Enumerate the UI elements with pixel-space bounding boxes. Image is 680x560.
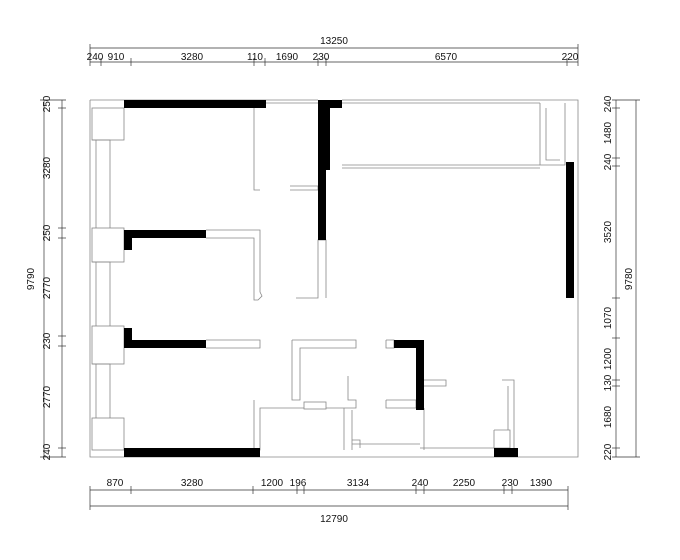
left-dim-2: 250	[42, 224, 53, 241]
bottom-dim-0: 870	[107, 478, 124, 489]
bottom-dim-2: 1200	[261, 478, 284, 489]
left-dim-5: 2770	[42, 385, 53, 408]
top-total-dim: 13250	[320, 36, 348, 47]
bottom-total-dim: 12790	[320, 514, 348, 525]
right-dim-7: 1680	[603, 405, 614, 428]
right-dim-1: 1480	[603, 121, 614, 144]
left-dim-1: 3280	[42, 156, 53, 179]
left-dim-4: 230	[42, 332, 53, 349]
left-dim-3: 2770	[42, 276, 53, 299]
wall-bottom-right	[494, 448, 518, 457]
top-dim-6: 6570	[435, 52, 458, 63]
wall-low-bedroom-top	[124, 340, 206, 348]
right-dim-3: 3520	[603, 220, 614, 243]
right-dim-4: 1070	[603, 306, 614, 329]
building-outline	[89, 99, 579, 458]
right-dim-6: 130	[603, 374, 614, 391]
bottom-dim-6: 2250	[453, 478, 476, 489]
top-dim-2: 3280	[181, 52, 204, 63]
bottom-dim-1: 3280	[181, 478, 204, 489]
top-dim-0: 240	[87, 52, 104, 63]
bottom-dimension-chain: 870 3280 1200 196 3134 240 2250 230 1390…	[89, 478, 569, 525]
right-dimension-chain: 240 1480 240 3520 1070 1200 130 1680 220…	[603, 95, 640, 460]
wall-mid-bedroom-side	[124, 230, 132, 250]
wall-low-bedroom-side	[124, 328, 132, 348]
wall-right	[566, 162, 574, 298]
wall-bottom-left	[124, 448, 260, 457]
left-dim-6: 240	[42, 443, 53, 460]
bottom-dim-7: 230	[502, 478, 519, 489]
right-dim-5: 1200	[603, 347, 614, 370]
bottom-dim-4: 3134	[347, 478, 370, 489]
right-dim-2: 240	[603, 153, 614, 170]
top-dim-3: 110	[247, 52, 263, 63]
bottom-dim-5: 240	[412, 478, 429, 489]
top-dim-7: 220	[562, 52, 579, 63]
right-dim-0: 240	[603, 95, 614, 112]
bottom-dim-3: 196	[290, 478, 307, 489]
left-dimension-chain: 250 3280 250 2770 230 2770 240 9790	[26, 95, 66, 460]
structural-walls	[124, 100, 574, 457]
wall-mid-bedroom-top	[124, 230, 206, 238]
top-dimension-chain: 13250 240 910 3280 110 1690 230 6570 220	[87, 36, 579, 66]
bottom-dim-8: 1390	[530, 478, 553, 489]
wall-top-left	[124, 100, 266, 108]
top-dim-4: 1690	[276, 52, 299, 63]
wall-kitchen-top	[394, 340, 424, 348]
top-dim-5: 230	[313, 52, 330, 63]
wall-center-column	[318, 100, 330, 170]
top-dim-1: 910	[108, 52, 125, 63]
wall-center-vertical	[318, 170, 326, 240]
left-dim-0: 250	[42, 95, 53, 112]
right-total-dim: 9780	[624, 267, 635, 290]
right-dim-8: 220	[603, 443, 614, 460]
left-total-dim: 9790	[26, 267, 37, 290]
wall-kitchen-side	[416, 340, 424, 410]
